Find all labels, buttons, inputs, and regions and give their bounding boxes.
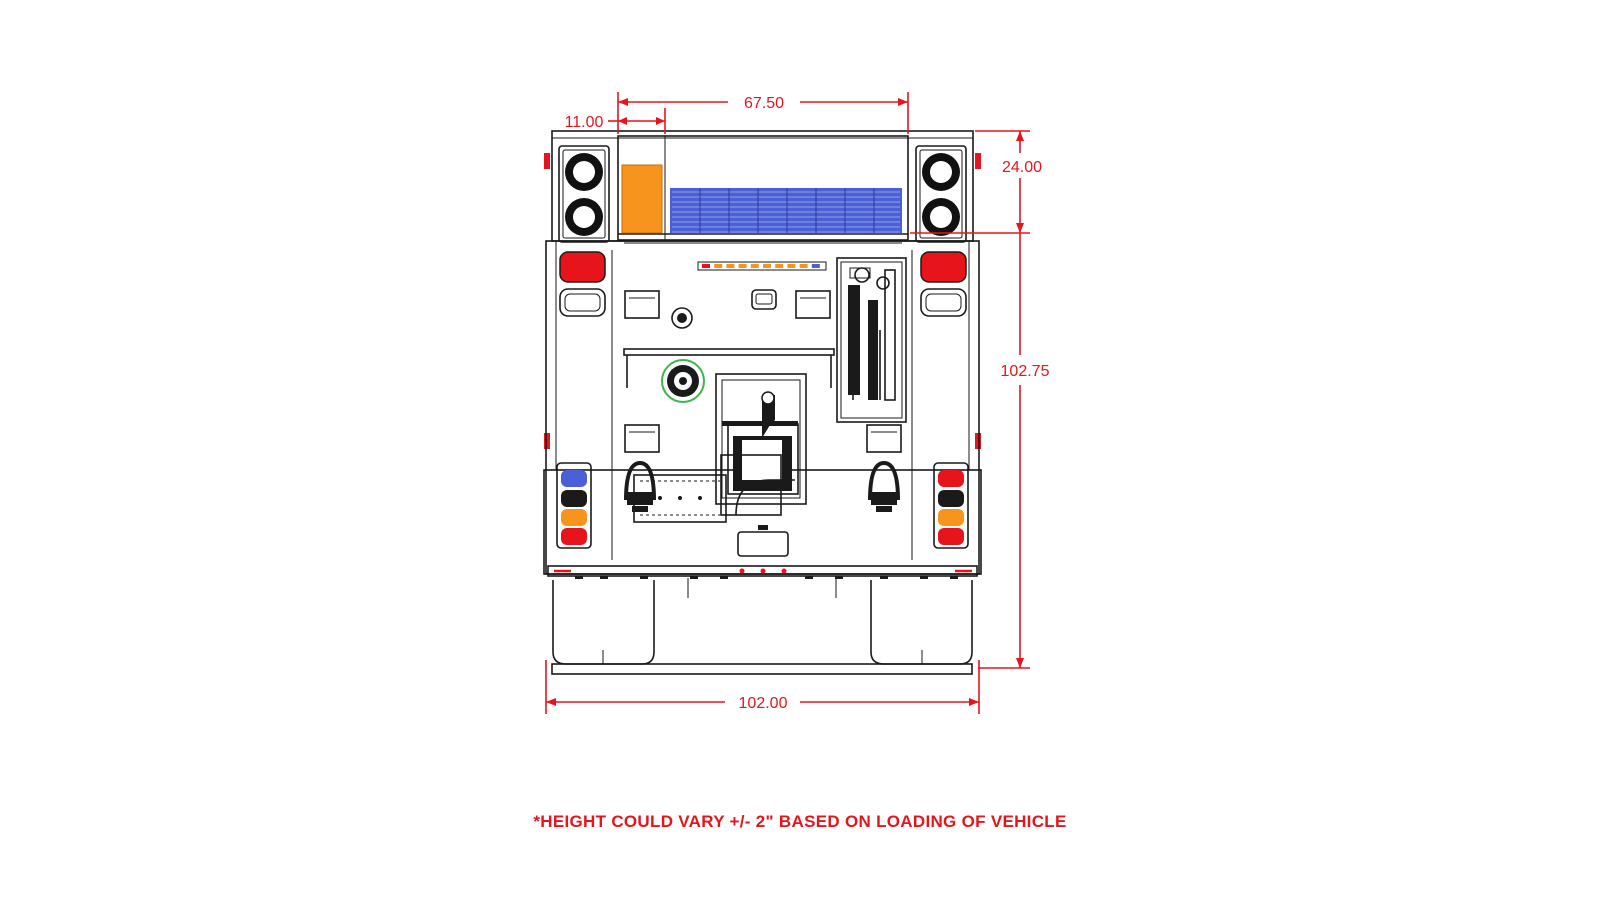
upper-left-flood-lights <box>558 145 610 243</box>
bumper-bracket <box>880 576 888 579</box>
light-bar-segment <box>750 264 759 268</box>
bumper-bracket <box>600 576 608 579</box>
right-tail-light-cluster <box>933 462 969 549</box>
light-bar-segment <box>787 264 796 268</box>
light-bar-segment <box>702 264 710 268</box>
dimension-11-00: 11.00 <box>565 108 666 134</box>
compartment-latches <box>624 289 902 453</box>
marker-light <box>544 433 550 449</box>
light-bar-segment <box>775 264 784 268</box>
bumper-bracket <box>835 576 843 579</box>
right-tow-hook <box>868 460 900 512</box>
orange-compartment <box>621 164 663 234</box>
dimension-label-upper-height: 24.00 <box>1002 159 1042 176</box>
hose-reel-connection <box>661 359 705 403</box>
license-plate <box>737 525 789 557</box>
rear-wheels <box>551 578 973 675</box>
bumper-bracket <box>640 576 648 579</box>
upper-left-red-lights <box>559 251 606 317</box>
bumper-bracket <box>575 576 583 579</box>
vertical-tool-storage <box>836 257 907 423</box>
light-bar-segment <box>738 264 747 268</box>
warning-light-bar <box>697 261 827 271</box>
dimension-label-overall-height: 102.75 <box>1001 363 1050 380</box>
marker-light <box>975 153 981 169</box>
left-tail-light-cluster <box>556 462 592 549</box>
bumper-bracket <box>690 576 698 579</box>
dimension-label-upper-width: 67.50 <box>744 95 784 112</box>
light-bar-segment <box>714 264 723 268</box>
bumper-bracket <box>920 576 928 579</box>
bumper-bracket <box>950 576 958 579</box>
bumper-bracket <box>805 576 813 579</box>
rear-step-assembly <box>715 373 807 516</box>
dimension-67-50: 67.50 <box>617 92 909 134</box>
dimension-102-75: 102.75 <box>978 233 1050 669</box>
upper-right-red-lights <box>920 251 967 317</box>
light-bar-segment <box>811 264 820 268</box>
light-bar-segment <box>726 264 735 268</box>
light-bar-segment <box>763 264 771 268</box>
dimension-label-overall-width: 102.00 <box>739 695 788 712</box>
rear-bumper <box>547 565 978 579</box>
dimension-102-00: 102.00 <box>545 660 980 714</box>
dimension-24-00: 24.00 <box>910 130 1042 234</box>
marker-light <box>975 433 981 449</box>
blue-storage-panel <box>670 188 902 233</box>
upper-right-flood-lights <box>915 145 967 243</box>
dimension-label-offset-width: 11.00 <box>565 114 604 131</box>
left-tow-hook <box>624 460 656 512</box>
grab-bar <box>623 348 835 388</box>
height-variation-note: *HEIGHT COULD VARY +/- 2" BASED ON LOADI… <box>533 812 1067 831</box>
bumper-bracket <box>720 576 728 579</box>
marker-light <box>544 153 550 169</box>
light-bar-segment <box>799 264 808 268</box>
